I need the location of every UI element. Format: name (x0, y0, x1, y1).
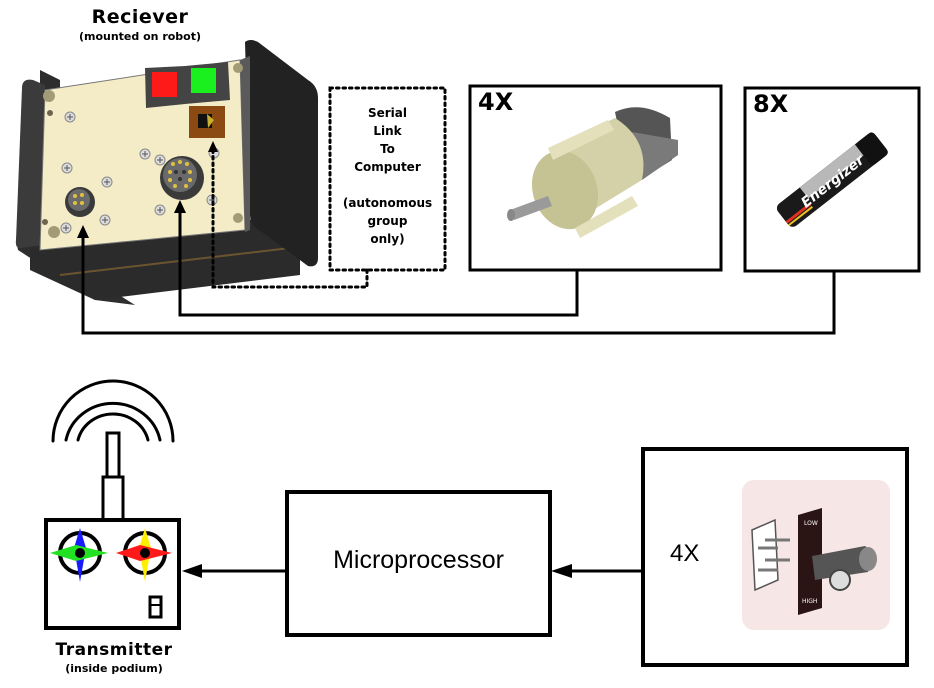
serial-line: only) (370, 232, 405, 246)
microprocessor-box (285, 490, 552, 637)
display-digit-icon (148, 595, 163, 619)
motor-icon (507, 107, 678, 238)
receiver-title: Reciever (91, 6, 189, 28)
serial-line: Link (373, 124, 402, 138)
connector-arrow-icon (77, 225, 89, 238)
serial-line: To (380, 142, 395, 156)
battery-box (743, 86, 921, 273)
serial-line: Computer (354, 160, 421, 174)
serial-link-dotted-line (211, 86, 447, 289)
serial-line: (autonomous (342, 196, 433, 210)
battery-icon: Energizer (776, 132, 888, 227)
serial-arrow-icon (208, 141, 218, 152)
right-joystick-icon (116, 528, 172, 582)
svg-text:LOW: LOW (804, 520, 818, 527)
connector-arrow-icon (174, 200, 186, 213)
transmitter-title: Transmitter (55, 640, 173, 660)
receiver-subtitle: (mounted on robot) (78, 30, 202, 43)
transmitter-subtitle: (inside podium) (65, 662, 163, 675)
antenna-icon (101, 431, 125, 522)
motor-box (468, 84, 723, 272)
battery-quantity: 8X (753, 90, 789, 118)
serial-spacer (331, 176, 444, 194)
microprocessor-label: Microprocessor (333, 546, 504, 574)
left-joystick-icon (50, 528, 108, 582)
serial-line: group (367, 214, 408, 228)
serial-line: Serial (367, 106, 408, 120)
motor-wire (178, 212, 579, 317)
green-led-icon (191, 68, 216, 93)
receiver-device-icon (15, 40, 318, 305)
red-led-icon (152, 72, 177, 97)
switch-quantity: 4X (670, 540, 700, 567)
battery-wire (81, 237, 836, 335)
antenna-signal-icon (51, 379, 175, 443)
serial-link-label: Serial Link To Computer (autonomous grou… (331, 104, 444, 248)
motor-quantity: 4X (478, 88, 514, 116)
toggle-switch-icon: LOW HIGH (742, 480, 890, 630)
svg-text:HIGH: HIGH (802, 598, 817, 605)
